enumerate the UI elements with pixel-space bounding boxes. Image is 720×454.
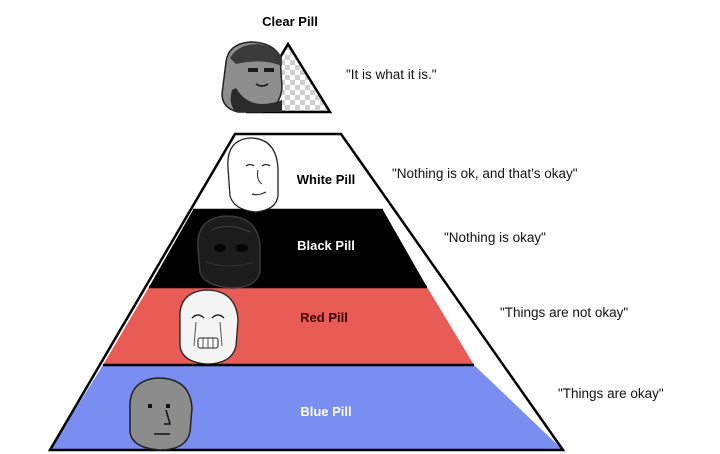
clear-pill-quote: "It is what it is." xyxy=(346,67,437,82)
tier-red-fill xyxy=(103,287,474,365)
pyramid-outline xyxy=(47,132,566,452)
npc-face-icon xyxy=(129,377,193,451)
tier-quote-black: "Nothing is okay" xyxy=(444,230,546,245)
tier-quote-white: "Nothing is ok, and that's okay" xyxy=(392,166,578,181)
tier-label-red: Red Pill xyxy=(300,310,348,325)
tier-label-black: Black Pill xyxy=(297,238,355,253)
tier-quote-blue: "Things are okay" xyxy=(558,386,664,401)
crying-wojak-icon xyxy=(179,289,239,365)
tier-label-white: White Pill xyxy=(296,172,356,187)
tier-label-blue: Blue Pill xyxy=(300,404,352,419)
doomer-face-icon xyxy=(197,215,261,289)
page-title: Clear Pill xyxy=(262,14,318,29)
wojak-face-icon xyxy=(227,137,279,213)
tier-quote-red: "Things are not okay" xyxy=(500,305,629,320)
chad-face-icon xyxy=(221,41,283,113)
